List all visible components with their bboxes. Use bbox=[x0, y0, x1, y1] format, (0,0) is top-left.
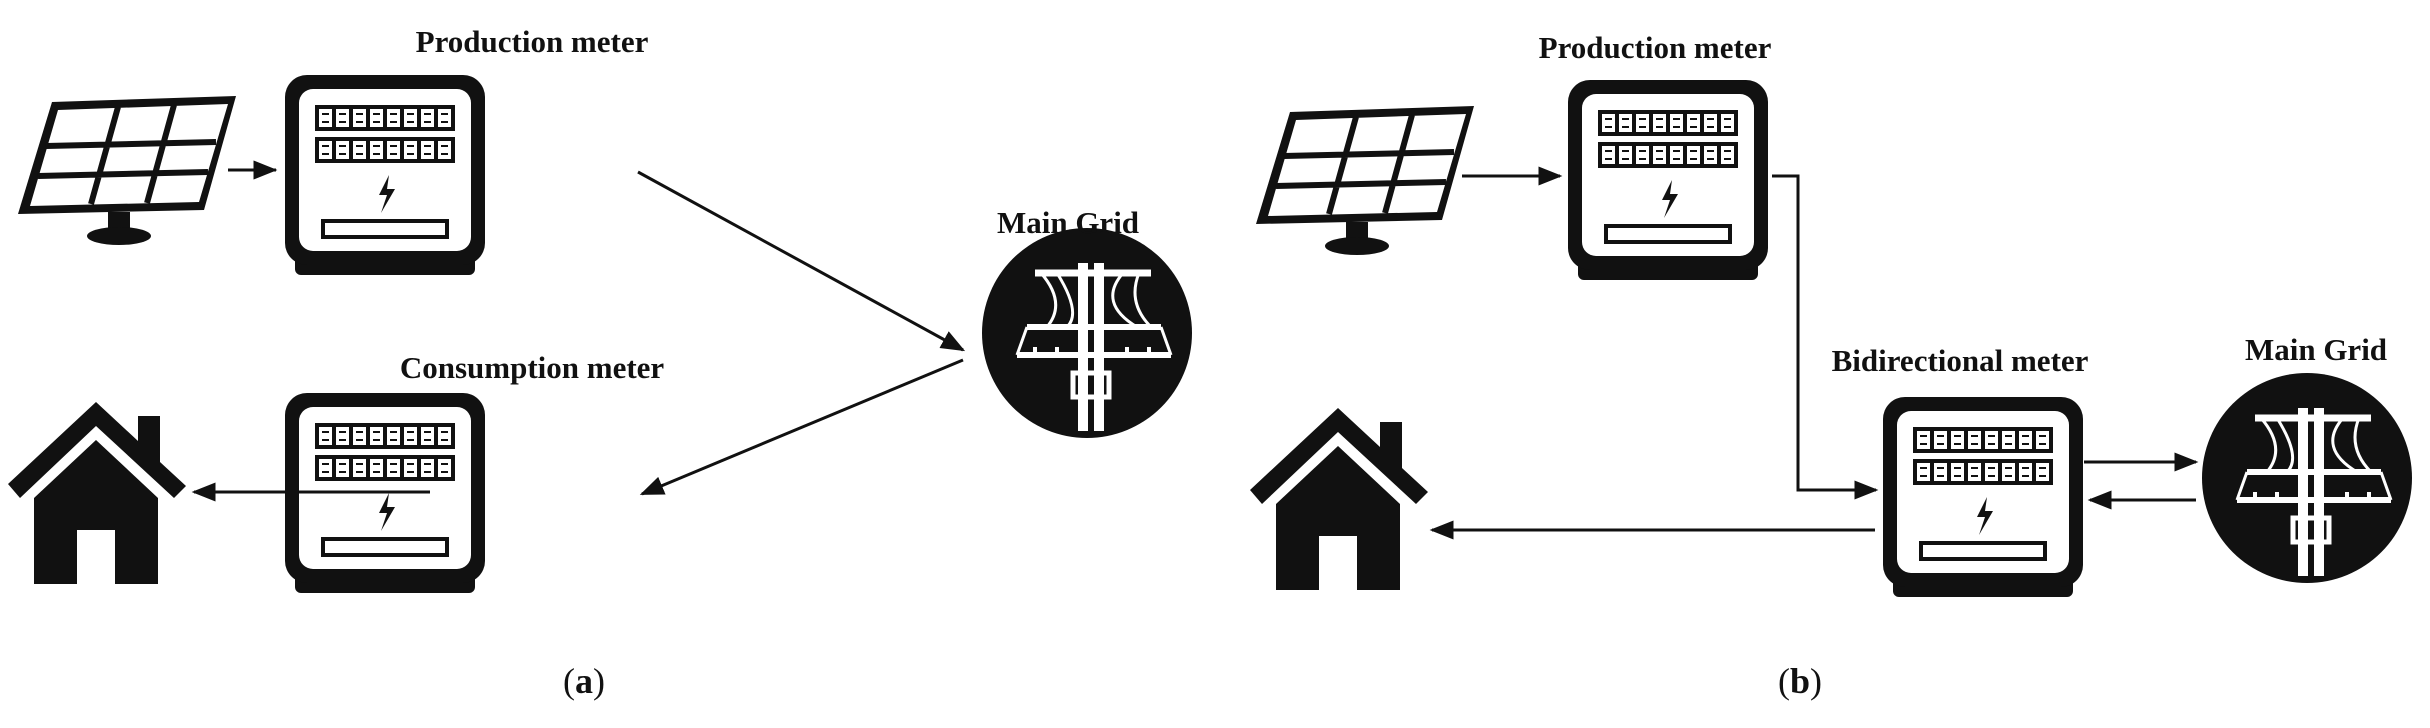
production-meter-icon-b bbox=[1566, 78, 1770, 282]
caption-a-letter: a bbox=[575, 661, 593, 701]
production-meter-icon bbox=[283, 73, 487, 277]
production-meter-label-b: Production meter bbox=[1538, 30, 1772, 65]
caption-a: (a) bbox=[563, 661, 605, 701]
caption-b-letter: b bbox=[1789, 661, 1811, 701]
arrow-production-to-grid bbox=[637, 170, 966, 352]
arrow-grid-to-consumption bbox=[639, 358, 964, 496]
solar-panel-icon-b bbox=[1256, 106, 1474, 255]
main-grid-icon-b bbox=[2202, 373, 2412, 583]
caption-b: (b) bbox=[1777, 661, 1823, 701]
consumption-meter-label: Consumption meter bbox=[399, 350, 665, 385]
solar-panel-icon bbox=[18, 96, 236, 245]
house-icon bbox=[8, 402, 186, 584]
production-meter-label: Production meter bbox=[415, 24, 649, 59]
main-grid-label: Main Grid bbox=[996, 205, 1140, 240]
bidirectional-meter-label: Bidirectional meter bbox=[1831, 343, 2089, 378]
bidirectional-meter-icon bbox=[1881, 395, 2085, 599]
house-icon-b bbox=[1250, 408, 1428, 590]
main-grid-label-b: Main Grid bbox=[2244, 332, 2388, 367]
main-grid-icon bbox=[982, 228, 1192, 438]
arrow-production-to-bidirectional bbox=[1772, 174, 1879, 500]
